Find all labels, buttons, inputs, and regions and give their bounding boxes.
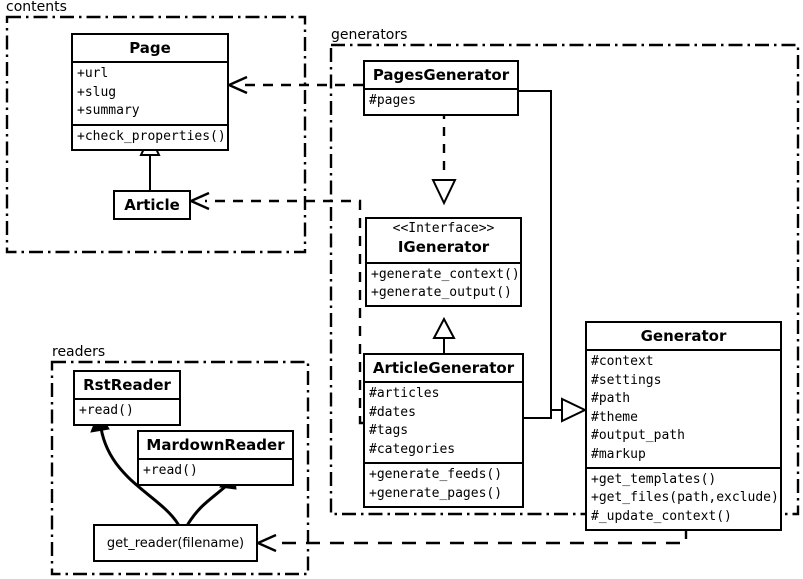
attribute-row: #articles bbox=[369, 386, 440, 402]
class-title-articlegenerator: ArticleGenerator bbox=[372, 359, 515, 377]
method-row: #_update_context() bbox=[591, 508, 732, 524]
attribute-row: +summary bbox=[77, 103, 140, 119]
package-frame-generators bbox=[329, 43, 800, 516]
class-box-articlegenerator[interactable]: ArticleGenerator #articles #dates #tags … bbox=[363, 353, 524, 508]
relation-generators-inherit-generator bbox=[519, 90, 588, 423]
package-label-readers: readers bbox=[52, 344, 106, 360]
method-row: +check_properties() bbox=[77, 128, 226, 144]
package-label-generators: generators bbox=[331, 27, 408, 43]
relation-articlegenerator-inherits-igenerator bbox=[432, 316, 456, 355]
attribute-row: #pages bbox=[369, 93, 416, 109]
package-frame-contents bbox=[5, 15, 307, 254]
relation-pagesgenerator-realizes-igenerator bbox=[431, 110, 457, 206]
attribute-row: #markup bbox=[591, 446, 646, 462]
class-attributes-pagesgenerator: #pages bbox=[365, 88, 517, 113]
class-box-page[interactable]: Page +url +slug +summary +check_properti… bbox=[71, 33, 229, 152]
class-title-mardownreader: MardownReader bbox=[146, 436, 285, 454]
method-row: +generate_feeds() bbox=[369, 467, 503, 483]
method-row: +read() bbox=[143, 463, 198, 479]
class-methods-rstreader: +read() bbox=[75, 398, 179, 423]
attribute-row: #output_path bbox=[591, 428, 685, 444]
method-row: +get_templates() bbox=[591, 471, 717, 487]
package-frame-readers bbox=[50, 360, 310, 576]
attribute-row: #categories bbox=[369, 441, 456, 457]
method-row: +generate_output() bbox=[371, 284, 512, 300]
function-label-get-reader: get_reader(filename) bbox=[106, 535, 245, 551]
class-stereotype-igenerator: <<Interface>> bbox=[392, 221, 495, 236]
class-title-pagesgenerator: PagesGenerator bbox=[372, 66, 510, 84]
method-row: +generate_context() bbox=[371, 266, 520, 282]
method-row: +read() bbox=[79, 403, 134, 419]
attribute-row: #theme bbox=[591, 409, 638, 425]
class-title-article: Article bbox=[124, 196, 180, 214]
class-box-article[interactable]: Article bbox=[113, 190, 191, 221]
class-box-generator[interactable]: Generator #context #settings #path #them… bbox=[585, 321, 782, 532]
method-row: +get_files(path,exclude) bbox=[591, 490, 779, 506]
class-box-mardownreader[interactable]: MardownReader +read() bbox=[137, 430, 294, 486]
relation-pagesgenerator-depends-page bbox=[226, 75, 363, 95]
class-box-rstreader[interactable]: RstReader +read() bbox=[73, 370, 181, 426]
attribute-row: #tags bbox=[369, 423, 409, 439]
class-methods-articlegenerator: +generate_feeds() +generate_pages() bbox=[365, 462, 522, 506]
class-methods-page: +check_properties() bbox=[73, 123, 227, 149]
class-title-page: Page bbox=[129, 39, 171, 57]
class-box-igenerator[interactable]: <<Interface>> IGenerator +generate_conte… bbox=[365, 217, 522, 308]
class-title-rstreader: RstReader bbox=[83, 376, 171, 394]
package-label-contents: contents bbox=[6, 0, 67, 15]
attribute-row: #path bbox=[591, 391, 631, 407]
class-box-pagesgenerator[interactable]: PagesGenerator #pages bbox=[363, 60, 519, 116]
function-box-get-reader[interactable]: get_reader(filename) bbox=[93, 524, 258, 562]
attribute-row: #dates bbox=[369, 404, 416, 420]
class-attributes-page: +url +slug +summary bbox=[73, 61, 227, 123]
method-row: +generate_pages() bbox=[369, 485, 503, 501]
class-methods-generator: +get_templates() +get_files(path,exclude… bbox=[587, 466, 780, 529]
class-attributes-articlegenerator: #articles #dates #tags #categories bbox=[365, 381, 522, 462]
class-header-igenerator: <<Interface>> IGenerator bbox=[367, 219, 520, 262]
attribute-row: #context bbox=[591, 354, 654, 370]
relation-articlegenerator-depends-article bbox=[188, 191, 363, 425]
attribute-row: +url bbox=[77, 66, 109, 82]
class-attributes-generator: #context #settings #path #theme #output_… bbox=[587, 349, 780, 467]
class-methods-mardownreader: +read() bbox=[139, 458, 292, 483]
class-methods-igenerator: +generate_context() +generate_output() bbox=[367, 261, 520, 306]
class-title-igenerator: IGenerator bbox=[397, 238, 490, 257]
attribute-row: #settings bbox=[591, 372, 662, 388]
attribute-row: +slug bbox=[77, 84, 117, 100]
class-title-generator: Generator bbox=[640, 327, 727, 345]
